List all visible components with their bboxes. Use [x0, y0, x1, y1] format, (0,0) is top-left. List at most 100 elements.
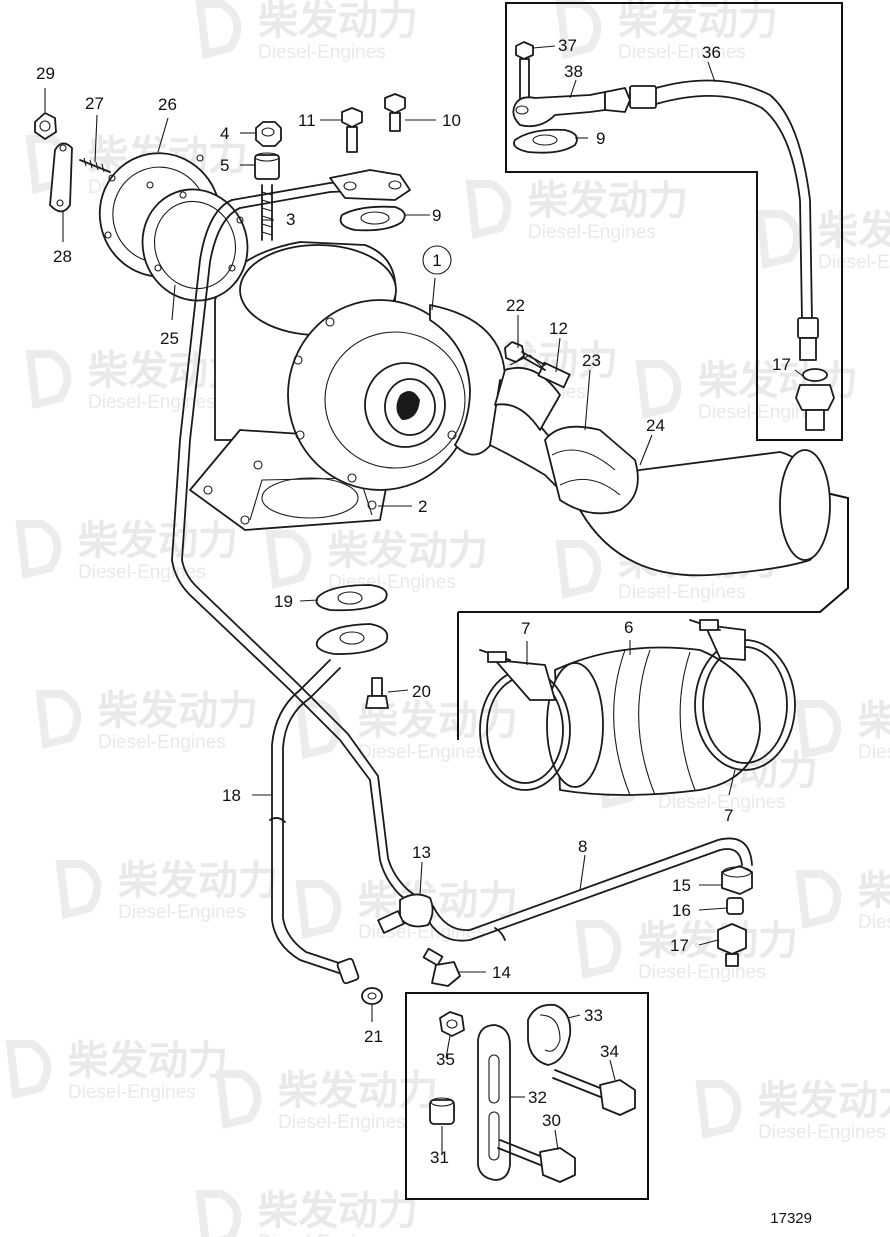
callout-32: 32 [528, 1088, 547, 1107]
callout-15: 15 [672, 876, 691, 895]
watermark-brand-en: Diesel-Engines [528, 222, 656, 243]
watermark-logo-icon [795, 870, 842, 929]
callout-30: 30 [542, 1111, 561, 1130]
callout-29: 29 [36, 64, 55, 83]
callout-6: 6 [624, 618, 633, 637]
callout-38: 38 [564, 62, 583, 81]
watermark-brand-en: Diesel-Engines [358, 742, 486, 763]
watermark-brand-en: Diesel-Engines [858, 742, 890, 763]
watermark-logo-icon [35, 690, 82, 749]
watermark-brand-en: Diesel-Engines [658, 792, 786, 813]
oil-pipes [171, 169, 753, 985]
callout-9-inset: 9 [596, 129, 605, 148]
callout-27: 27 [85, 94, 104, 113]
callout-4: 4 [220, 124, 229, 143]
callout-20: 20 [412, 682, 431, 701]
stud-spacer-nut [254, 121, 282, 241]
callout-34: 34 [600, 1042, 619, 1061]
callout-17-main: 17 [670, 936, 689, 955]
watermark-brand-en: Diesel-Engines [818, 252, 890, 273]
callout-21: 21 [364, 1027, 383, 1046]
inset-box-top-right [505, 2, 843, 441]
watermark-brand-en: Diesel-Engines [278, 1112, 406, 1133]
watermark-logo-icon [215, 1070, 262, 1129]
leader-lines [44, 45, 809, 1155]
callout-labels: 1 2 3 4 5 6 7 7 8 9 9 10 11 12 13 14 15 … [36, 36, 791, 1167]
callout-7-left: 7 [521, 619, 530, 638]
callout-7-right: 7 [724, 806, 733, 825]
watermark-brand-en: Diesel-Engines [88, 392, 216, 413]
watermark-logo-icon [795, 700, 842, 759]
watermark-brand-en: Diesel-Engines [258, 42, 386, 63]
watermark-logo-icon [265, 530, 312, 589]
watermark-brand-cn: 柴发动力 [258, 0, 418, 43]
watermark-brand-cn: 柴发动力 [858, 699, 890, 743]
callout-31: 31 [430, 1148, 449, 1167]
callout-28: 28 [53, 247, 72, 266]
gaskets-lower [315, 584, 389, 709]
callout-14: 14 [492, 963, 511, 982]
callout-22: 22 [506, 296, 525, 315]
outlet-pipe [489, 354, 831, 577]
callout-1: 1 [432, 251, 441, 270]
watermark-logo-icon [555, 540, 602, 599]
watermark-logo-icon [295, 880, 342, 939]
callout-16: 16 [672, 901, 691, 920]
callout-2: 2 [418, 497, 427, 516]
callout-35: 35 [436, 1050, 455, 1069]
watermark-brand-cn: 柴发动力 [328, 529, 488, 573]
watermark-logo-icon [15, 520, 62, 579]
watermark-logo-icon [25, 350, 72, 409]
callout-12: 12 [549, 319, 568, 338]
watermark-brand-en: Diesel-Engines [258, 1232, 386, 1237]
watermark-brand-cn: 柴发动力 [258, 1189, 418, 1233]
turbocharger [189, 241, 506, 531]
watermark-brand-cn: 柴发动力 [118, 859, 278, 903]
watermark-logo-icon [295, 700, 342, 759]
watermark-logo-icon [555, 0, 602, 59]
watermark-brand-cn: 柴发动力 [528, 179, 688, 223]
callout-5: 5 [220, 156, 229, 175]
gasket-bolts-top [339, 93, 406, 232]
callout-37: 37 [558, 36, 577, 55]
watermark-logo-icon [465, 180, 512, 239]
inset-box-bottom [405, 992, 649, 1200]
exhaust-flange-parts [34, 112, 249, 302]
watermark-brand-en: Diesel-Engines [858, 912, 890, 933]
callout-36: 36 [702, 43, 721, 62]
watermark-brand-en: Diesel-Engines [698, 402, 826, 423]
watermark-logo-icon [5, 1040, 52, 1099]
watermark-brand-cn: 柴发动力 [68, 1039, 228, 1083]
watermark-brand-en: Diesel-Engines [618, 42, 746, 63]
inset-box-middle [457, 491, 849, 740]
callout-26: 26 [158, 95, 177, 114]
watermark-logo-icon [575, 920, 622, 979]
callout-23: 23 [582, 351, 601, 370]
watermark-brand-en: Diesel-Engines [68, 1082, 196, 1103]
watermark-logo-icon [635, 360, 682, 419]
fittings [361, 865, 753, 1005]
callout-19: 19 [274, 592, 293, 611]
watermark-brand-cn: 柴发动力 [758, 1079, 890, 1123]
callout-10: 10 [442, 111, 461, 130]
watermark-logo-icon [195, 0, 242, 59]
watermark-logo-icon [755, 210, 802, 269]
watermark-brand-en: Diesel-Engines [618, 582, 746, 603]
hose-with-clamps [479, 619, 796, 796]
watermark-brand-cn: 柴发动力 [858, 869, 890, 913]
inset-top-parts [512, 41, 835, 431]
watermark-brand-en: Diesel-Engines [638, 962, 766, 983]
diagram-number: 17329 [770, 1210, 812, 1227]
watermark-brand-cn: 柴发动力 [358, 879, 518, 923]
watermark-brand-en: Diesel-Engines [98, 732, 226, 753]
callout-25: 25 [160, 329, 179, 348]
callout-11: 11 [298, 111, 316, 130]
watermark-brand-cn: 柴发动力 [78, 519, 238, 563]
watermark-brand-cn: 柴发动力 [98, 689, 258, 733]
callout-17-inset: 17 [772, 355, 791, 374]
watermark-brand-cn: 柴发动力 [278, 1069, 438, 1113]
watermark-brand-cn: 柴发动力 [618, 0, 778, 43]
watermark-brand-en: Diesel-Engines [758, 1122, 886, 1143]
inset-bottom-parts [429, 1003, 636, 1183]
